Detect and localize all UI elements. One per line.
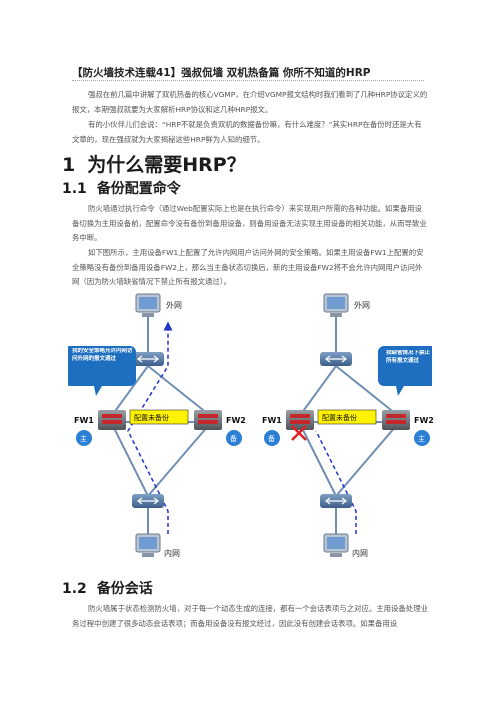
heading-1-text: 为什么需要HRP？ <box>87 154 246 176</box>
heading-1-1-number: 1.1 <box>62 181 87 197</box>
config-not-backed-up-box <box>129 409 189 425</box>
intranet-label: 内网 <box>352 548 368 558</box>
config-not-backed-up-label: 配置未备份 <box>322 413 357 422</box>
heading-1-2-number: 1.2 <box>62 581 87 597</box>
title-divider <box>72 80 424 81</box>
fw1-label: FW1 <box>74 416 94 425</box>
config-not-backed-up-box <box>317 409 377 425</box>
firewall-2-icon <box>382 410 410 430</box>
intro-paragraph-2: 有的小伙伴儿们会说：“HRP不就是负责双机的数据备份嘛，有什么难度？”其实HRP… <box>72 120 422 144</box>
heading-1-1-text: 备份配置命令 <box>96 181 181 197</box>
fw1-role-badge <box>264 430 280 446</box>
fw1-role-text: 主 <box>80 434 87 443</box>
fw2-role-text: 主 <box>418 434 425 443</box>
right-topology: 外网 FW1 备 FW2 主 <box>262 293 434 558</box>
fw1-label: FW1 <box>262 416 282 425</box>
fw2-label: FW2 <box>414 416 434 425</box>
internet-label: 外网 <box>166 300 182 310</box>
fw1-role-text: 备 <box>268 434 275 443</box>
left-speech-bubble: 我的安全策略允许内网访问外网的报文通过 <box>68 346 136 396</box>
fw2-role-text: 备 <box>230 434 237 443</box>
blocked-flow-arrow <box>315 430 357 534</box>
internet-pc-icon <box>323 293 349 317</box>
page-title: 【防火墙技术连载41】强叔侃墙 双机热备篇 你所不知道的HRP <box>72 67 371 79</box>
top-switch-icon <box>320 352 352 366</box>
fw1-role-badge <box>76 430 92 446</box>
internet-label: 外网 <box>354 300 370 310</box>
intranet-label: 内网 <box>164 548 180 558</box>
heading-1-number: 1 <box>62 154 76 176</box>
failure-cross-icon <box>291 425 307 441</box>
heading-1: 1 为什么需要HRP？ <box>62 150 246 177</box>
internet-pc-icon <box>135 293 161 317</box>
right-bubble-text: 我缺省情况下禁止所有报文通过 <box>386 350 431 364</box>
firewall-2-icon <box>194 410 222 430</box>
intro-paragraph-1: 强叔在前几篇中讲解了双机热备的核心VGMP，在介绍VGMP报文结构时我们看到了几… <box>72 90 428 114</box>
top-switch-icon <box>132 352 164 366</box>
firewall-1-icon <box>286 410 314 430</box>
config-not-backed-up-label: 配置未备份 <box>134 413 169 422</box>
heading-1-2: 1.2 备份会话 <box>62 578 362 598</box>
section-1-2-paragraph-1: 防火墙属于状态检测防火墙，对于每一个动态生成的连接，都有一个会话表项与之对应。主… <box>72 604 428 628</box>
firewall-1-icon <box>98 410 126 430</box>
bottom-switch-icon <box>132 494 164 508</box>
intranet-pc-icon <box>323 533 349 557</box>
left-topology: 外网 FW1 主 FW2 备 <box>68 293 246 558</box>
bottom-switch-icon <box>320 494 352 508</box>
intranet-pc-icon <box>135 533 161 557</box>
section-1-1-paragraph-1: 防火墙通过执行命令（通过Web配置实际上也是在执行命令）来实现用户所需的各种功能… <box>72 204 427 242</box>
fw2-label: FW2 <box>226 416 246 425</box>
fw2-role-badge <box>414 430 430 446</box>
heading-1-1: 1.1 备份配置命令 <box>62 178 362 198</box>
section-1-1-paragraph-2: 如下图所示，主用设备FW1上配置了允许内网用户访问外网的安全策略。如果主用设备F… <box>72 248 424 286</box>
traffic-flow-arrow <box>127 321 173 534</box>
heading-1-2-text: 备份会话 <box>96 581 153 597</box>
right-speech-bubble: 我缺省情况下禁止所有报文通过 <box>378 346 432 396</box>
fw2-role-badge <box>226 430 242 446</box>
hrp-network-diagram: 外网 FW1 主 FW2 备 <box>68 293 434 558</box>
left-bubble-text: 我的安全策略允许内网访问外网的报文通过 <box>72 348 133 362</box>
